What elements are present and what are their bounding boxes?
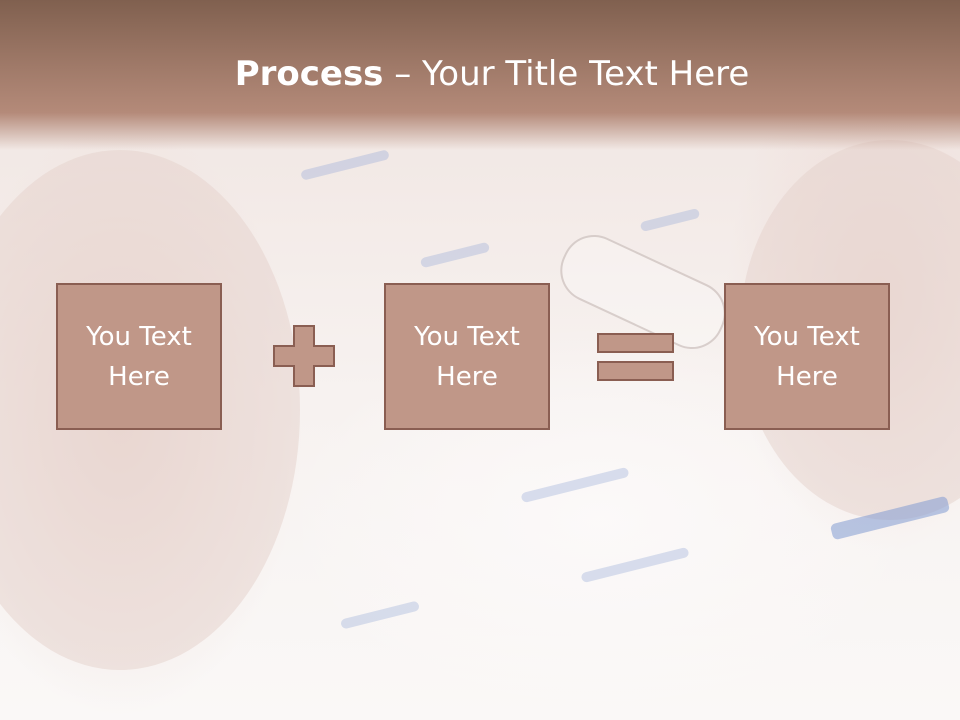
streak xyxy=(300,149,390,181)
text-box-2[interactable]: You Text Here xyxy=(384,283,550,430)
equals-top-bar xyxy=(597,333,674,353)
title-bold: Process xyxy=(234,54,384,94)
title-rest: – Your Title Text Here xyxy=(383,54,750,94)
title-bar xyxy=(0,0,960,150)
streak xyxy=(339,600,421,630)
streak xyxy=(639,207,701,233)
text-box-1[interactable]: You Text Here xyxy=(56,283,222,430)
text-box-2-label: You Text Here xyxy=(414,321,520,392)
plus-icon xyxy=(273,325,335,387)
streak xyxy=(419,241,491,269)
text-box-3[interactable]: You Text Here xyxy=(724,283,890,430)
equals-bottom-bar xyxy=(597,361,674,381)
streak xyxy=(580,546,690,584)
streak xyxy=(520,466,630,504)
slide-title: Process – Your Title Text Here xyxy=(0,52,960,96)
text-box-1-label: You Text Here xyxy=(86,321,192,392)
text-box-3-label: You Text Here xyxy=(754,321,860,392)
